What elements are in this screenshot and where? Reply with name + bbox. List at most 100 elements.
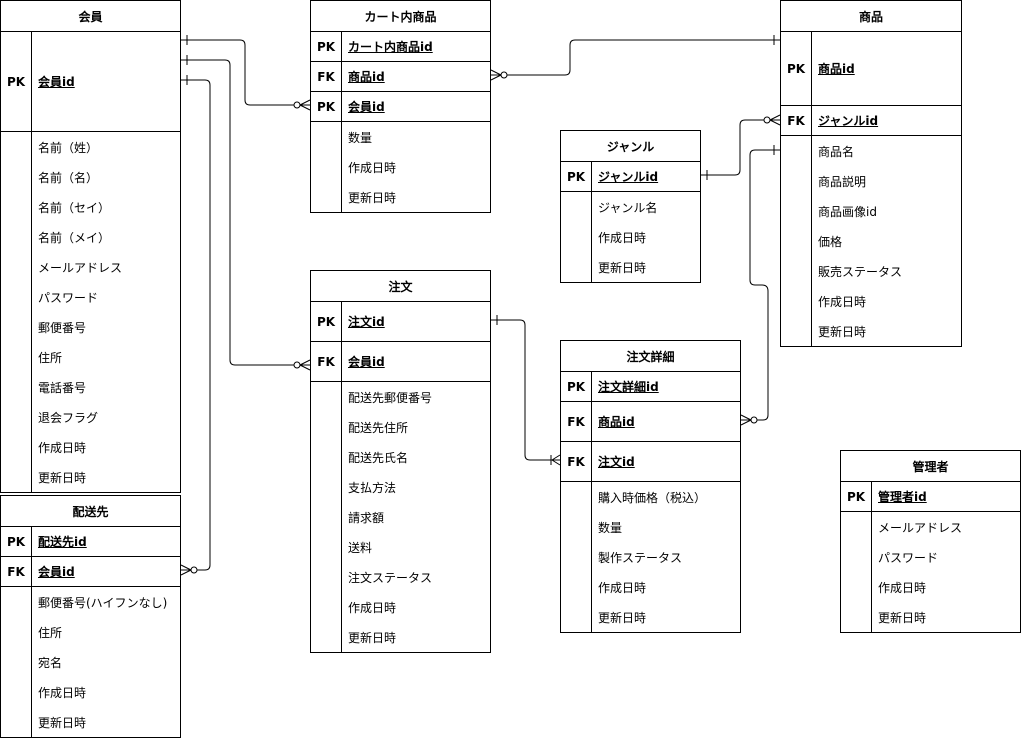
key-row: PK 商品id [781, 32, 961, 106]
attribute-row: パスワード [38, 290, 99, 305]
entity-title: 管理者 [841, 451, 1020, 482]
attribute-row: 配送先住所 [348, 420, 409, 435]
key-type: FK [787, 113, 805, 128]
attribute-row: ジャンル名 [598, 200, 658, 215]
attribute-row: 販売ステータス [818, 264, 903, 279]
key-name: 注文詳細id [598, 380, 659, 394]
crow-foot-marker [769, 114, 781, 121]
key-name: 会員id [38, 75, 75, 89]
edge-product-orderdetail [741, 149, 780, 421]
zero-marker [750, 416, 758, 424]
column-divider [31, 526, 32, 737]
attribute-row: 作成日時 [38, 685, 87, 700]
key-name: 注文id [598, 455, 635, 469]
attribute-row: メールアドレス [38, 260, 123, 275]
crow-foot-marker [180, 564, 192, 571]
attribute-row: 作成日時 [598, 580, 647, 595]
column-divider [591, 161, 592, 282]
attribute-row: 更新日時 [598, 260, 647, 275]
attribute-row: 電話番号 [38, 380, 87, 395]
attribute-row: 退会フラグ [38, 410, 99, 425]
attribute-row: 更新日時 [818, 324, 867, 339]
attribute-row: 数量 [348, 130, 373, 145]
key-name: 会員id [38, 565, 75, 579]
zero-marker [293, 101, 301, 109]
crow-foot-marker [769, 119, 781, 126]
key-type: PK [6, 74, 26, 89]
attribute-row: 商品画像id [818, 204, 877, 219]
attribute-row: 製作ステータス [598, 550, 683, 565]
attribute-row: 作成日時 [348, 600, 397, 615]
crow-foot-marker [299, 104, 311, 111]
attribute-row: 住所 [38, 350, 63, 365]
attribute-row: 更新日時 [598, 610, 647, 625]
entity-title: 注文詳細 [561, 341, 740, 372]
key-row: PK 会員id [1, 32, 180, 132]
attribute-row: 名前（姓） [38, 140, 99, 155]
key-type: FK [317, 354, 335, 369]
attribute-row: 商品名 [818, 144, 855, 159]
key-type: PK [316, 314, 336, 329]
key-type: FK [7, 564, 25, 579]
edge-member-order [181, 59, 310, 366]
key-name: カート内商品id [348, 40, 433, 54]
column-divider [871, 481, 872, 632]
key-type: PK [6, 534, 26, 549]
key-type: PK [566, 169, 586, 184]
attribute-row: 宛名 [38, 655, 63, 670]
key-name: 商品id [348, 70, 385, 84]
key-type: PK [786, 61, 806, 76]
key-name: 注文id [348, 315, 385, 329]
attribute-row: 配送先氏名 [348, 450, 409, 465]
attribute-row: 商品説明 [818, 174, 867, 189]
key-type: PK [846, 489, 866, 504]
attribute-row: 作成日時 [878, 580, 927, 595]
edge-product-cart [491, 39, 780, 76]
attribute-row: 価格 [818, 234, 843, 249]
edge-member-cart [181, 39, 310, 106]
crow-foot-marker [490, 69, 502, 76]
key-name: ジャンルid [818, 114, 879, 128]
key-name: ジャンルid [598, 170, 659, 184]
column-divider [591, 371, 592, 632]
crow-foot-marker [299, 99, 311, 106]
attribute-row: 名前（名） [38, 170, 99, 185]
key-name: 商品id [818, 62, 855, 76]
attribute-row: 郵便番号(ハイフンなし) [38, 595, 168, 610]
crow-foot-marker [180, 569, 192, 576]
crow-foot-marker [551, 459, 561, 466]
column-divider [31, 31, 32, 492]
entity-title: 商品 [781, 1, 961, 32]
crow-foot-marker [299, 359, 311, 366]
crow-foot-marker [490, 74, 502, 81]
key-name: 管理者id [878, 490, 927, 504]
zero-marker [293, 361, 301, 369]
key-type: FK [567, 414, 585, 429]
attribute-row: 請求額 [348, 510, 385, 525]
key-row: PK 注文id [311, 302, 490, 342]
attribute-row: 作成日時 [598, 230, 647, 245]
key-type: PK [316, 99, 336, 114]
attribute-row: 更新日時 [878, 610, 927, 625]
key-row: PK ジャンルid [561, 162, 700, 192]
attribute-row: 支払方法 [348, 480, 397, 495]
crow-foot-marker [740, 419, 752, 426]
attribute-row: 更新日時 [38, 715, 87, 730]
key-row: PK 管理者id [841, 482, 1020, 512]
attribute-row: 更新日時 [38, 470, 87, 485]
edge-member-shipping [181, 79, 211, 571]
crow-foot-marker [551, 454, 561, 461]
attribute-row: 作成日時 [818, 294, 867, 309]
